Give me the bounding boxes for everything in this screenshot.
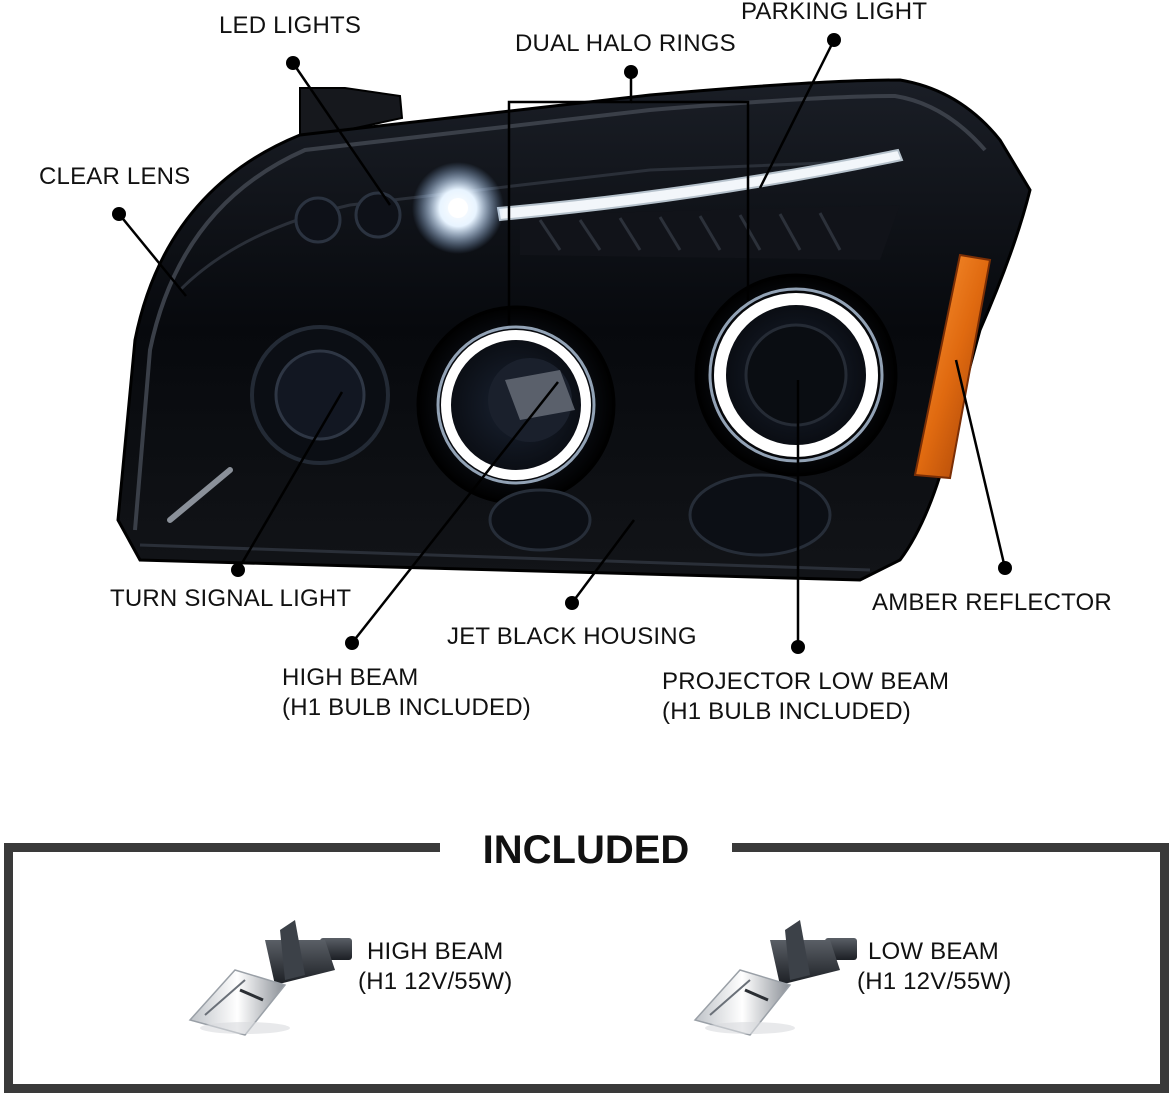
label-jet-black-housing: JET BLACK HOUSING [447,623,697,650]
included-frame [4,843,1169,1093]
label-amber-reflector: AMBER REFLECTOR [872,589,1112,616]
included-item-spec: (H1 12V/55W) [358,968,513,995]
h1-bulb-icon [693,920,857,1036]
label-led-lights: LED LIGHTS [219,12,362,39]
label-clear-lens: CLEAR LENS [39,163,191,190]
label-turn-signal-light: TURN SIGNAL LIGHT [110,585,352,612]
callout-dots [112,33,1012,654]
label-parking-light: PARKING LIGHT [741,0,928,25]
h1-bulb-icon [188,920,352,1036]
leader-lines [118,39,1007,647]
label-projector-low-beam: PROJECTOR LOW BEAM [662,668,950,695]
label-projector-low-beam-note: (H1 BULB INCLUDED) [662,698,911,725]
headlight-housing [116,78,1032,582]
label-dual-halo-rings: DUAL HALO RINGS [515,30,736,57]
included-item-spec: (H1 12V/55W) [857,968,1012,995]
label-high-beam-note: (H1 BULB INCLUDED) [282,694,531,721]
included-title: INCLUDED [482,828,690,872]
label-high-beam: HIGH BEAM [282,664,419,691]
included-item-name: LOW BEAM [868,938,999,965]
included-item-name: HIGH BEAM [367,938,504,965]
